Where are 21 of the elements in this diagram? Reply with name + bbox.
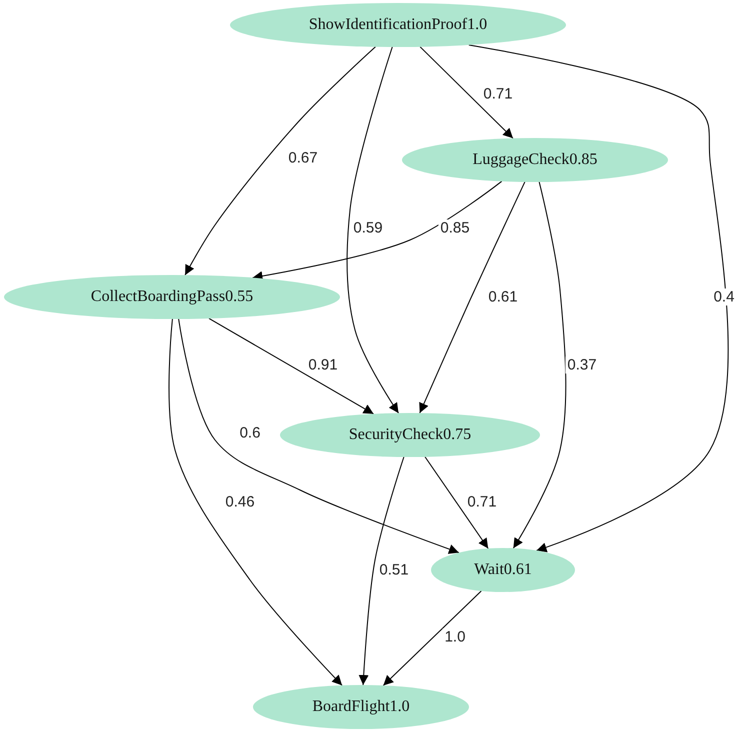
arrow [424,456,489,549]
node-label: CollectBoardingPass0.55 [90,288,254,306]
arrow [512,182,566,549]
node-label: LuggageCheck0.85 [472,151,598,169]
arrow [184,46,376,276]
arrow [419,181,526,414]
node-label: BoardFlight1.0 [312,698,410,716]
arrow [178,318,460,554]
arrow [208,318,374,414]
arrow [168,318,343,686]
node-label: Wait0.61 [474,561,532,579]
edge-label: 0.37 [565,356,599,374]
arrow [420,46,514,139]
arrow [346,46,400,414]
arrow [468,44,729,552]
arrow [358,456,404,686]
edge-label: 0.4 [712,288,736,306]
arrow [382,590,482,686]
arrow [252,180,502,281]
node-label: SecurityCheck0.75 [348,426,472,444]
node-label: ShowIdentificationProof1.0 [308,16,488,34]
